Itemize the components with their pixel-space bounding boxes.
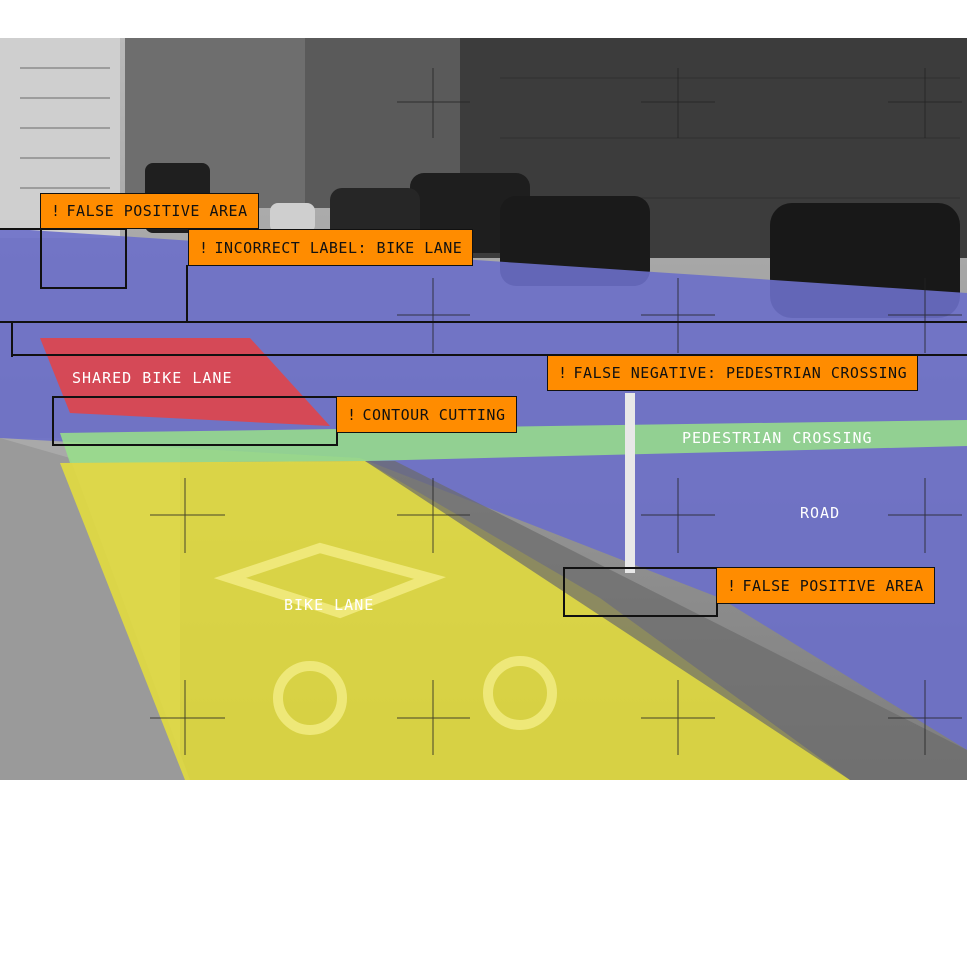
- false-positive-top-callout: ! FALSE POSITIVE AREA: [40, 193, 259, 229]
- pedestrian-crossing-label: PEDESTRIAN CROSSING: [682, 429, 873, 447]
- false-positive-top-leader: [0, 228, 40, 230]
- callout-text: FALSE POSITIVE AREA: [742, 576, 924, 595]
- false-positive-bottom-callout: ! FALSE POSITIVE AREA: [716, 567, 935, 604]
- false-negative-leader-horizontal: [11, 354, 967, 356]
- contour-cutting-region: [52, 396, 338, 446]
- pedestrian-crossing-segment: [60, 420, 967, 463]
- bike-lane-segment: [60, 461, 850, 780]
- callout-text: FALSE NEGATIVE: PEDESTRIAN CROSSING: [573, 364, 908, 382]
- bike-lane-label: BIKE LANE: [284, 596, 375, 614]
- warning-mark: !: [51, 202, 61, 220]
- warning-mark: !: [727, 576, 737, 595]
- false-positive-bottom-region: [563, 567, 718, 617]
- callout-text: CONTOUR CUTTING: [362, 405, 506, 424]
- false-negative-leader-vertical: [11, 321, 13, 357]
- warning-mark: !: [199, 238, 209, 257]
- callout-text: FALSE POSITIVE AREA: [66, 202, 248, 220]
- shared-bike-lane-segment: [40, 338, 330, 426]
- shared-bike-lane-label: SHARED BIKE LANE: [72, 369, 233, 387]
- false-positive-top-region: [40, 228, 127, 289]
- crosshair-marks: [150, 68, 962, 755]
- incorrect-label-leader-horizontal: [0, 321, 967, 323]
- road-label: ROAD: [800, 504, 841, 522]
- incorrect-label-leader-vertical: [186, 265, 188, 323]
- contour-cutting-callout: ! CONTOUR CUTTING: [336, 396, 517, 433]
- warning-mark: !: [347, 405, 357, 424]
- callout-text: INCORRECT LABEL: BIKE LANE: [214, 238, 463, 257]
- warning-mark: !: [558, 364, 568, 382]
- bollard: [625, 393, 635, 573]
- false-negative-callout: ! FALSE NEGATIVE: PEDESTRIAN CROSSING: [547, 355, 919, 391]
- incorrect-label-callout: ! INCORRECT LABEL: BIKE LANE: [188, 229, 474, 266]
